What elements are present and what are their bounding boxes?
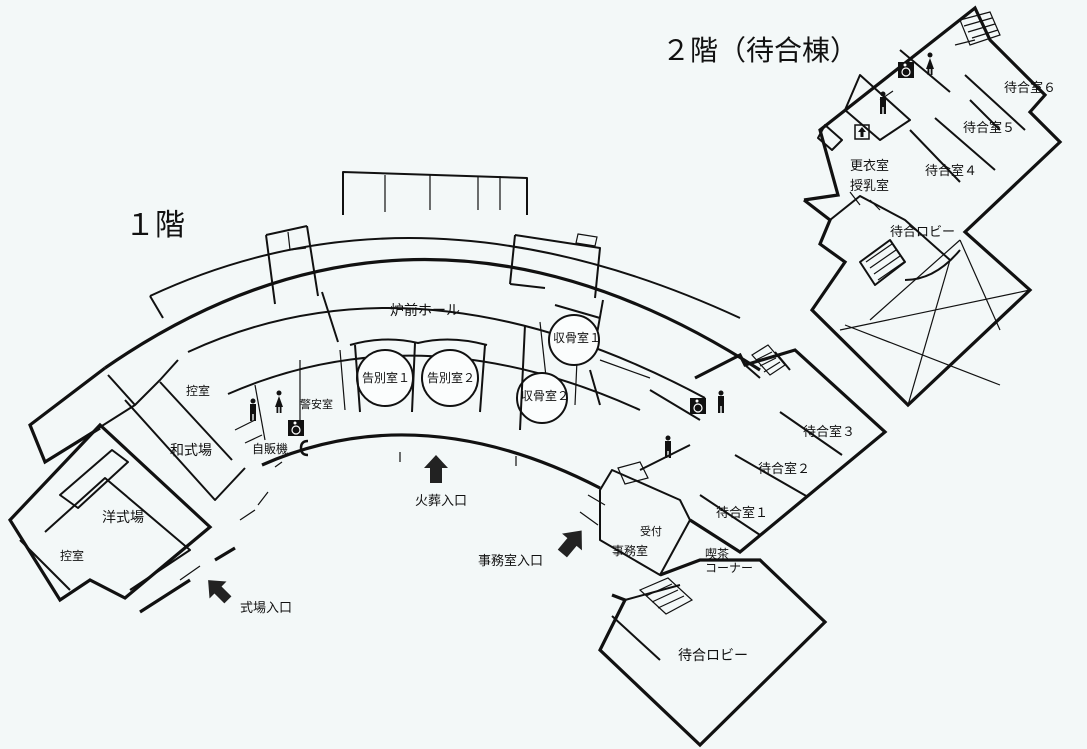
room-waiting-3: 待合室３ — [803, 424, 855, 440]
office-entrance-label: 事務室入口 — [478, 553, 543, 569]
room-furnace-hall: 炉前ホール — [390, 302, 460, 319]
entrance-labels: 火葬入口 事務室入口 式場入口 — [240, 494, 543, 616]
room-western-hall: 洋式場 — [102, 510, 144, 526]
toilet-female-icon — [275, 390, 283, 413]
second-floor-structure — [803, 5, 1063, 408]
cremation-entrance-label: 火葬入口 — [415, 494, 467, 509]
room-control-upper: 控室 — [186, 383, 210, 398]
toilet-male-icon — [665, 435, 671, 458]
ceremony-entrance-arrow-icon — [208, 580, 232, 604]
right-wing — [579, 344, 888, 748]
room-dressing: 更衣室 — [850, 158, 889, 174]
room-waiting-6: 待合室６ — [1004, 80, 1056, 96]
room-guard: 警安室 — [300, 397, 333, 411]
floor-1-title: １階 — [125, 208, 185, 243]
entrance-arrows — [208, 455, 582, 604]
toilet-male-icon — [880, 91, 886, 114]
room-lobby-1f: 待合ロビー — [678, 648, 748, 664]
room-vending: 自販機 — [252, 441, 288, 456]
bone-room-1-shape — [548, 314, 600, 366]
room-office: 事務室 — [612, 543, 648, 558]
first-floor-structure — [104, 171, 761, 600]
room-waiting-5: 待合室５ — [963, 120, 1015, 136]
room-waiting-2: 待合室２ — [758, 461, 810, 477]
room-lobby-2f: 待合ロビー — [890, 225, 955, 240]
room-cafe-line-1: 喫茶 — [705, 546, 729, 561]
room-japanese-hall: 和式場 — [170, 443, 212, 459]
room-labels: 炉前ホール 告別室１ 告別室２ 収骨室１ 収骨室２ 警安室 自販機 控室 和式場… — [60, 80, 1056, 664]
office-entrance-arrow-icon — [557, 530, 582, 558]
phone-icon — [299, 439, 309, 457]
room-waiting-1: 待合室１ — [716, 505, 768, 521]
left-wing — [7, 359, 269, 614]
toilet-male-icon — [250, 398, 256, 421]
toilet-male-icon — [718, 390, 724, 413]
wheelchair-icon — [898, 62, 914, 78]
room-cafe-line-2: コーナー — [705, 561, 753, 575]
room-reception: 受付 — [640, 525, 662, 538]
floor-labels: １階 ２階（待合棟） — [125, 34, 858, 243]
room-bone-2: 収骨室２ — [521, 388, 569, 403]
room-waiting-4: 待合室４ — [925, 163, 977, 179]
toilet-female-icon — [926, 52, 934, 75]
wheelchair-icon — [690, 398, 706, 414]
cremation-entrance-arrow-icon — [424, 455, 448, 483]
floor-2-title: ２階（待合棟） — [662, 34, 858, 67]
bone-room-2-shape — [516, 372, 568, 424]
ceremony-rooms — [349, 304, 601, 431]
wheelchair-icon — [288, 420, 304, 436]
ceremony-entrance-label: 式場入口 — [240, 601, 292, 616]
room-nursing: 授乳室 — [850, 178, 889, 194]
farewell-room-2-shape — [421, 349, 479, 407]
room-control-lower: 控室 — [60, 548, 84, 563]
toilet-icons — [250, 52, 934, 458]
room-farewell-2: 告別室２ — [427, 370, 475, 385]
elevator-icon — [854, 124, 870, 140]
room-bone-1: 収骨室１ — [553, 330, 601, 345]
room-farewell-1: 告別室１ — [362, 370, 410, 385]
